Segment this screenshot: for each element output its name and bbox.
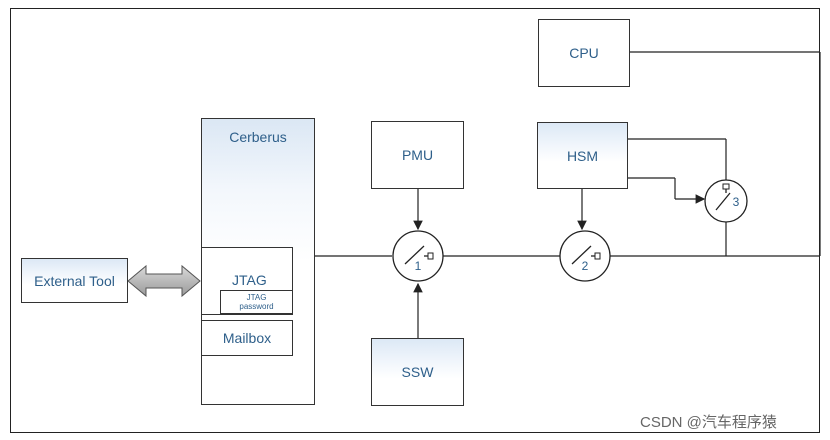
jtag-password-block: JTAG password xyxy=(220,290,293,314)
mailbox-label: Mailbox xyxy=(222,330,272,346)
jtag-password-label: JTAG password xyxy=(239,293,274,311)
external-tool-block: External Tool xyxy=(21,258,128,303)
cpu-block: CPU xyxy=(538,19,630,87)
hsm-label: HSM xyxy=(566,147,599,164)
double-arrow xyxy=(127,264,201,298)
switch-1 xyxy=(392,230,444,282)
pmu-block: PMU xyxy=(371,121,464,189)
external-tool-label: External Tool xyxy=(34,272,115,289)
switch-3 xyxy=(704,179,748,223)
hsm-block: HSM xyxy=(537,122,628,189)
mailbox-block: Mailbox xyxy=(201,320,293,356)
watermark: CSDN @汽车程序猿 xyxy=(640,414,777,431)
cerberus-label: Cerberus xyxy=(229,129,287,145)
switch-1-label: 1 xyxy=(415,259,422,273)
switch-3-label: 3 xyxy=(733,195,740,209)
ssw-block: SSW xyxy=(371,338,464,406)
cpu-label: CPU xyxy=(569,45,599,61)
switch-2-label: 2 xyxy=(582,259,589,273)
pmu-label: PMU xyxy=(401,147,434,163)
switch-2 xyxy=(559,230,611,282)
ssw-label: SSW xyxy=(401,364,434,380)
jtag-label: JTAG xyxy=(232,272,267,288)
